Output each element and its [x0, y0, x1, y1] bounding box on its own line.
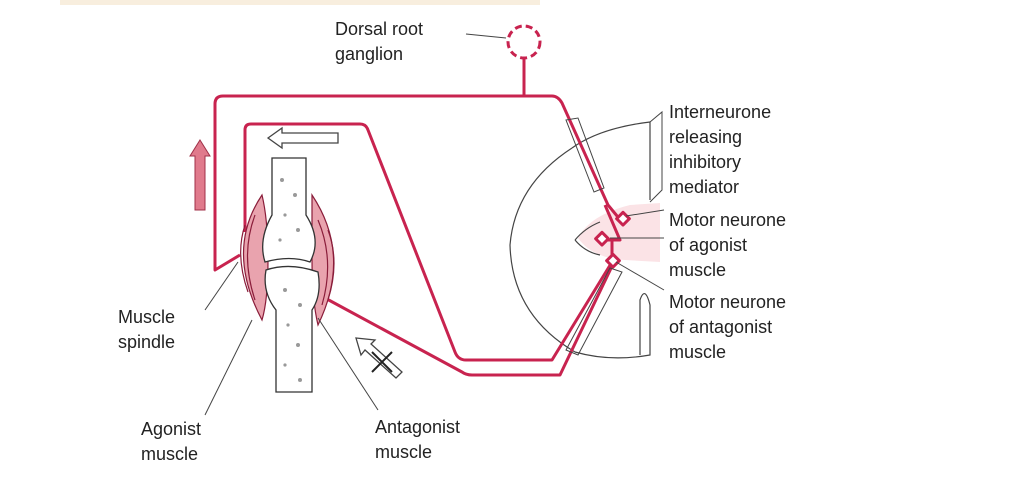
label-line: muscle: [669, 260, 727, 280]
label-line: spindle: [118, 332, 176, 352]
label-line: releasing: [669, 127, 743, 147]
label-line: Motor neurone: [669, 292, 787, 312]
label-line: muscle: [375, 442, 433, 462]
afferent-fibre: [213, 94, 624, 272]
lower-bone: [264, 265, 320, 393]
label-dorsal-root-ganglion: Dorsal root ganglion: [335, 17, 423, 67]
efferent-agonist-fibre: [243, 122, 614, 362]
motor-neurone-agonist: [594, 230, 610, 247]
leader-lines: [204, 33, 665, 416]
motor-neurone-antagonist: [605, 252, 621, 269]
label-motor-neurone-agonist: Motor neurone of agonist muscle: [669, 208, 786, 283]
label-agonist-muscle: Agonist muscle: [141, 417, 201, 467]
bones: [262, 157, 320, 393]
label-muscle-spindle: Muscle spindle: [118, 305, 175, 355]
efferent-antagonist-fibre: [324, 261, 616, 377]
bone-texture: [278, 178, 302, 382]
hollow-arrow-left-icon: [266, 126, 339, 150]
label-line: inhibitory: [669, 152, 742, 172]
label-line: of agonist: [669, 235, 748, 255]
label-line: of antagonist: [669, 317, 773, 337]
label-antagonist-muscle: Antagonist muscle: [375, 415, 460, 465]
label-motor-neurone-antagonist: Motor neurone of antagonist muscle: [669, 290, 786, 365]
label-line: Antagonist: [375, 417, 461, 437]
red-arrow-up-icon: [189, 139, 211, 211]
dorsal-root-ganglion: [506, 24, 542, 60]
nerve-pathways: [213, 24, 631, 377]
label-line: Interneurone: [669, 102, 772, 122]
label-line: muscle: [141, 444, 199, 464]
blocked-cross-icon: [371, 351, 393, 373]
label-line: Agonist: [141, 419, 202, 439]
cropped-heading: [60, 0, 540, 5]
label-line: mediator: [669, 177, 740, 197]
label-line: muscle: [669, 342, 727, 362]
label-line: Muscle: [118, 307, 176, 327]
label-line: ganglion: [335, 44, 404, 64]
label-line: Dorsal root: [335, 19, 424, 39]
upper-bone: [262, 157, 316, 263]
label-interneurone: Interneurone releasing inhibitory mediat…: [669, 100, 771, 200]
label-line: Motor neurone: [669, 210, 787, 230]
